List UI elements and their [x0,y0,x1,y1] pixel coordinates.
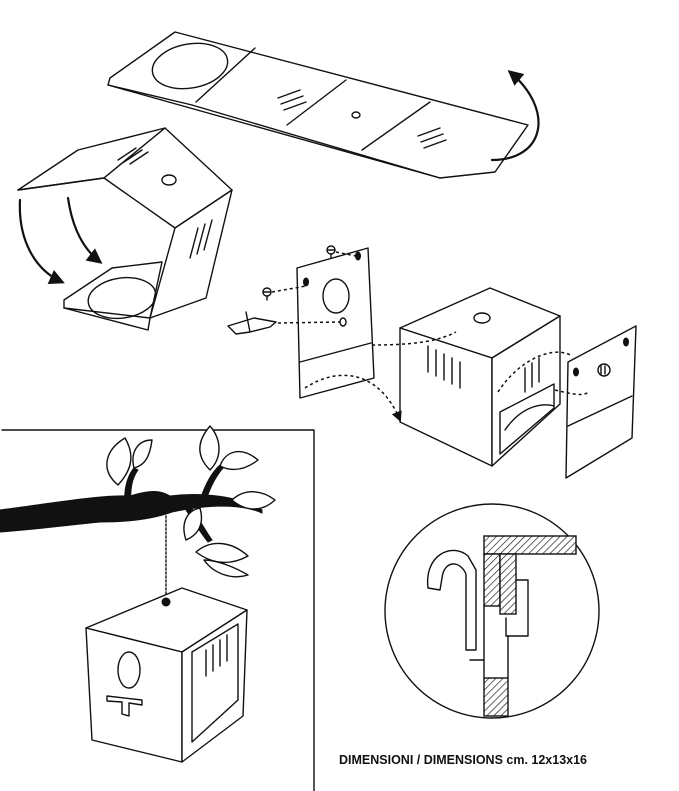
flat-unfolded-panel [107,31,529,179]
hanging-hole [351,111,361,119]
leaves [106,425,276,578]
hinge-detail-circle [384,503,600,719]
screws [262,245,336,301]
hanging-birdhouse [85,587,248,763]
fold-arrow [18,198,65,285]
vent-slots [427,345,461,389]
dimensions-caption: DIMENSIONI / DIMENSIONS cm. 12x13x16 [339,753,587,767]
fold-arrow [66,196,103,264]
entrance-hole-outline [151,42,229,90]
vent-slots [205,634,228,677]
hanging-hole [161,174,177,186]
tree-branch [0,464,263,543]
box-body [399,287,561,467]
front-panel [296,247,375,399]
vent-slots [277,89,447,149]
folding-box-step [17,127,233,331]
t-perch [227,311,277,335]
back-panel [565,325,637,479]
hanging-frame [1,429,315,791]
fold-arrow [490,70,540,162]
hook-pin [427,549,477,651]
vent-slots [117,147,213,259]
